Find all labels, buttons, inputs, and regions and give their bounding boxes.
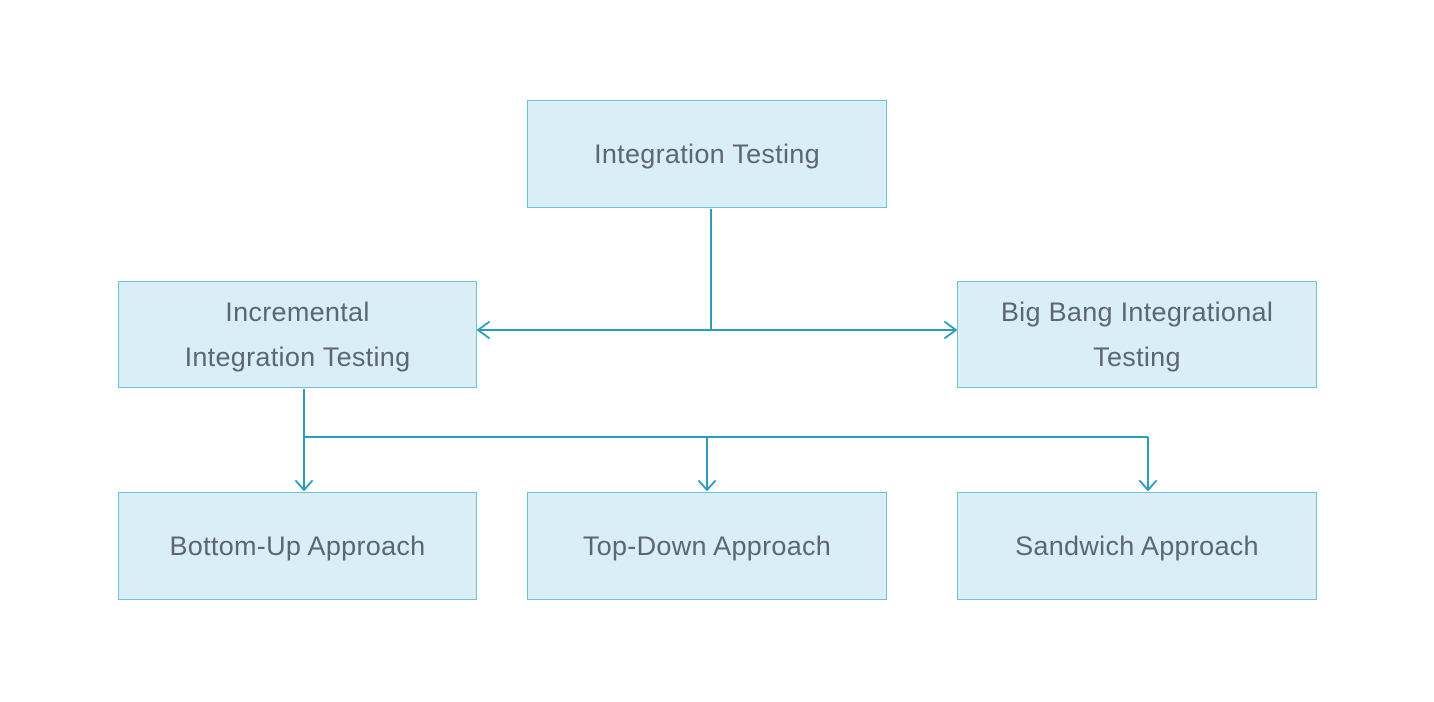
node-label: Bottom-Up Approach [169, 530, 426, 561]
arrowhead-left-icon [477, 321, 490, 339]
node-label: Top-Down Approach [582, 530, 832, 561]
arrowhead-right-icon [944, 321, 957, 339]
node-bottom-up-approach: Bottom-Up Approach [118, 492, 477, 600]
node-label: Big Bang Integrational Testing [1000, 296, 1274, 372]
arrowhead-down-center-icon [698, 480, 716, 491]
node-sandwich-approach: Sandwich Approach [957, 492, 1317, 600]
node-top-down-approach: Top-Down Approach [527, 492, 887, 600]
node-label: Sandwich Approach [1015, 530, 1259, 561]
arrowhead-down-right-icon [1139, 480, 1157, 491]
node-big-bang-integrational-testing: Big Bang Integrational Testing [957, 281, 1317, 388]
arrowhead-down-left-icon [295, 480, 313, 491]
node-label: Incremental Integration Testing [184, 296, 411, 372]
node-integration-testing: Integration Testing [527, 100, 887, 208]
node-label: Integration Testing [594, 138, 820, 169]
node-incremental-integration-testing: Incremental Integration Testing [118, 281, 477, 388]
